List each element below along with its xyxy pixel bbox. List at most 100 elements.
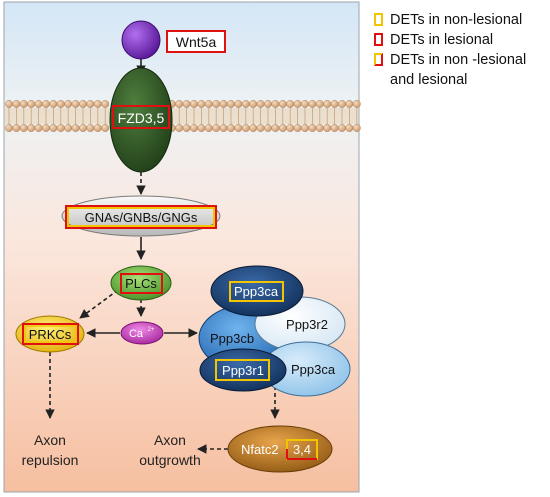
lipid-head <box>286 124 295 132</box>
lipid-head <box>241 124 250 132</box>
lipid-head <box>271 124 280 132</box>
lipid-head <box>42 124 50 132</box>
lipid-head <box>323 100 332 108</box>
lipid-head <box>204 124 213 132</box>
gnas-yellow-box <box>67 207 215 227</box>
lipid-head <box>79 124 87 132</box>
legend: DETs in non-lesional DETs in lesional DE… <box>372 10 548 90</box>
lipid-head <box>256 124 265 132</box>
lipid-head <box>93 124 102 132</box>
legend-item-both: DETs in non -lesional and lesional <box>372 50 548 90</box>
gnas-label: GNAs/GNBs/GNGs <box>85 210 198 225</box>
wnt5a-ligand <box>121 20 161 60</box>
lipid-head <box>345 124 354 132</box>
lipid-head <box>315 100 324 108</box>
arrow-plcs-prkcs <box>79 289 119 319</box>
plcs-label: PLCs <box>125 276 157 291</box>
lipid-head <box>352 100 361 108</box>
legend-item-non-lesional: DETs in non-lesional <box>372 10 548 30</box>
lipid-head <box>271 100 280 108</box>
lipid-head <box>308 100 317 108</box>
lipid-head <box>93 100 102 108</box>
lipid-head <box>175 124 184 132</box>
lipid-head <box>278 124 287 132</box>
lipid-head <box>212 100 221 108</box>
wnt5a-label: Wnt5a <box>176 34 217 50</box>
lipid-head <box>34 100 43 108</box>
axon-outgrowth-line2: outgrowth <box>139 452 200 468</box>
lipid-head <box>301 100 309 108</box>
lipid-head <box>278 100 287 108</box>
lipid-head <box>338 100 346 108</box>
lipid-head <box>330 100 339 108</box>
lipid-head <box>338 124 346 132</box>
lipid-head <box>12 100 21 108</box>
lipid-head <box>64 100 73 108</box>
lipid-head <box>308 124 317 132</box>
legend-item-lesional: DETs in lesional <box>372 30 548 50</box>
ppp3r2-label: Ppp3r2 <box>286 317 328 332</box>
ppp3ca-top-label: Ppp3ca <box>234 284 279 299</box>
cell-background <box>3 1 360 493</box>
lipid-head <box>19 100 28 108</box>
legend-swatch-red <box>374 33 383 46</box>
lipid-head <box>204 100 213 108</box>
ppp3cb-label: Ppp3cb <box>210 331 254 346</box>
fzd-label: FZD3,5 <box>118 110 165 126</box>
ppp3ca-top-node <box>210 265 304 317</box>
lipid-head <box>227 100 235 108</box>
legend-swatch-yellow <box>374 13 383 26</box>
lipid-head <box>197 124 206 132</box>
lipid-head <box>86 100 95 108</box>
lipid-head <box>249 100 258 108</box>
lipid-head <box>12 124 21 132</box>
nfatc2-suffix-label: 3,4 <box>293 442 311 457</box>
lipid-head <box>234 100 243 108</box>
lipid-head <box>5 100 13 108</box>
lipid-head <box>71 100 80 108</box>
lipid-head <box>34 124 43 132</box>
lipid-head <box>56 100 65 108</box>
wnt5a-label-box <box>166 30 226 53</box>
lipid-head <box>256 100 265 108</box>
lipid-head <box>352 124 361 132</box>
lipid-head <box>241 100 250 108</box>
lipid-head <box>234 124 243 132</box>
ppp3ca-top-box <box>229 281 284 302</box>
axon-repulsion-line2: repulsion <box>22 452 79 468</box>
lipid-head <box>64 124 73 132</box>
lipid-head <box>330 124 339 132</box>
lipid-head <box>5 124 13 132</box>
lipid-head <box>190 100 198 108</box>
lipid-head <box>175 100 184 108</box>
lipid-head <box>86 124 95 132</box>
lipid-head <box>49 124 58 132</box>
lipid-head <box>345 100 354 108</box>
lipid-head <box>42 100 50 108</box>
lipid-head <box>79 100 87 108</box>
lipid-head <box>293 100 302 108</box>
lipid-head <box>49 100 58 108</box>
prkcs-red-box <box>22 323 79 345</box>
lipid-head <box>227 124 235 132</box>
lipid-head <box>212 124 221 132</box>
plcs-label-box <box>120 273 163 294</box>
lipid-head <box>27 100 36 108</box>
lipid-head <box>293 124 302 132</box>
lipid-head <box>101 124 110 132</box>
lipid-head <box>286 100 295 108</box>
lipid-head <box>19 124 28 132</box>
nfatc2-node <box>227 425 333 473</box>
fzd-label-box <box>112 105 170 129</box>
lipid-head <box>71 124 80 132</box>
lipid-head <box>56 124 65 132</box>
legend-label-line2: and lesional <box>390 72 468 88</box>
ppp3r1-label: Ppp3r1 <box>222 363 264 378</box>
arrows <box>45 58 280 454</box>
ppp3r1-box <box>215 359 270 381</box>
legend-label: DETs in non -lesional <box>390 52 527 68</box>
cell-membrane <box>5 100 361 132</box>
calcium-superscript: 2+ <box>148 327 155 333</box>
lipid-head <box>323 124 332 132</box>
fzd-receptor <box>109 67 173 173</box>
